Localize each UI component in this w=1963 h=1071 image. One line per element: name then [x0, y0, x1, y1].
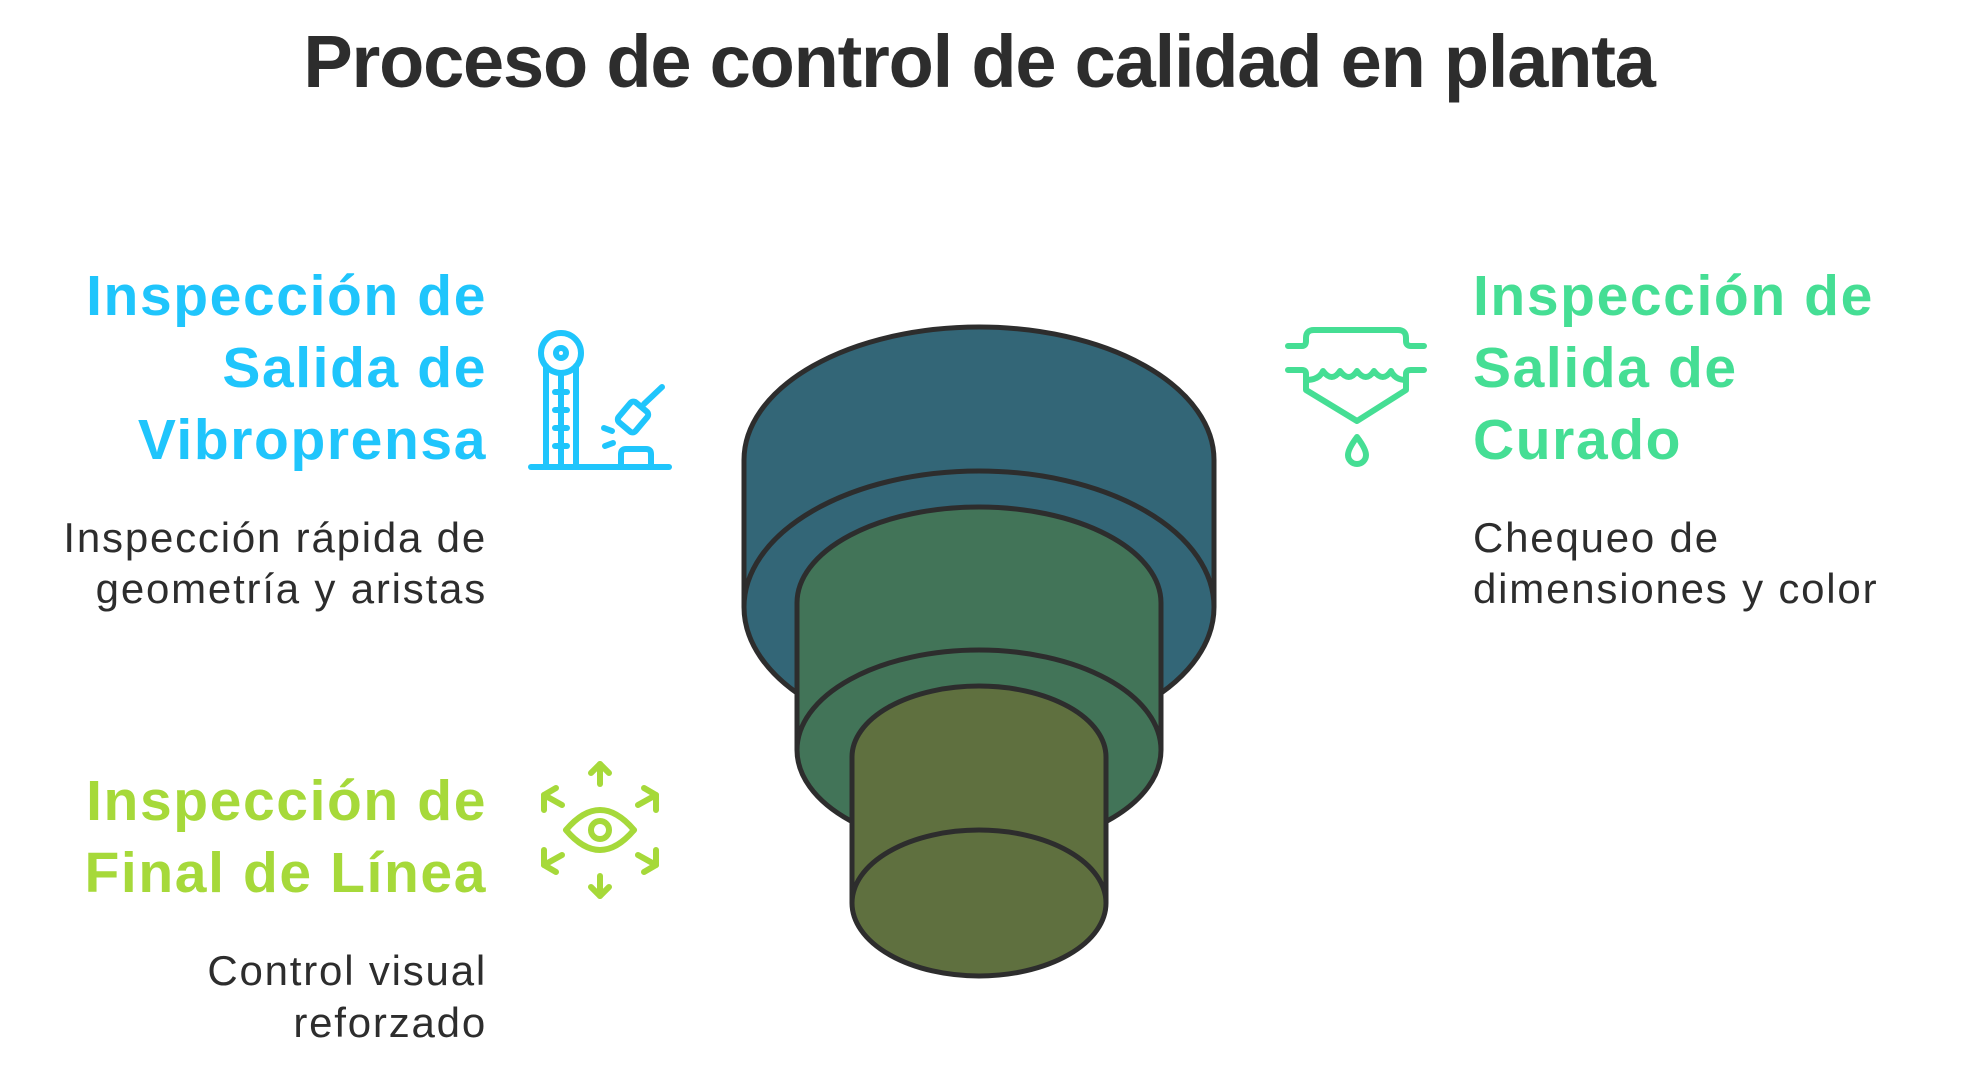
tank-water-drip-icon [1285, 327, 1427, 467]
cylinder-inner [849, 683, 1109, 979]
stage-heading-line: Curado [1473, 408, 1682, 472]
stage-heading-line: Inspección de [1473, 264, 1874, 328]
stage-vibroprensa: Inspección de Salida de Vibroprensa Insp… [63, 264, 672, 612]
high-striker-hammer-icon [528, 330, 672, 470]
stage-heading-line: Inspección de [86, 264, 487, 328]
page-title: Proceso de control de calidad en planta [303, 20, 1656, 103]
stage-heading-line: Vibroprensa [138, 408, 487, 472]
stage-description-line: dimensiones y color [1473, 565, 1878, 612]
stage-description-line: geometría y aristas [96, 565, 487, 612]
stage-heading-line: Salida de [1473, 336, 1738, 400]
stage-curado: Inspección de Salida de Curado Chequeo d… [1285, 264, 1878, 612]
stacked-cylinders [741, 324, 1217, 979]
eye-arrows-icon [541, 761, 659, 899]
stage-description-line: Chequeo de [1473, 514, 1720, 561]
stage-heading-line: Inspección de [86, 769, 487, 833]
stage-final-de-linea: Inspección de Final de Línea Control vis… [85, 761, 659, 1046]
stage-heading-line: Final de Línea [85, 841, 487, 905]
stage-heading-line: Salida de [222, 336, 487, 400]
stage-description-line: reforzado [293, 999, 487, 1046]
stage-description-line: Control visual [207, 947, 487, 994]
stage-description-line: Inspección rápida de [63, 514, 487, 561]
